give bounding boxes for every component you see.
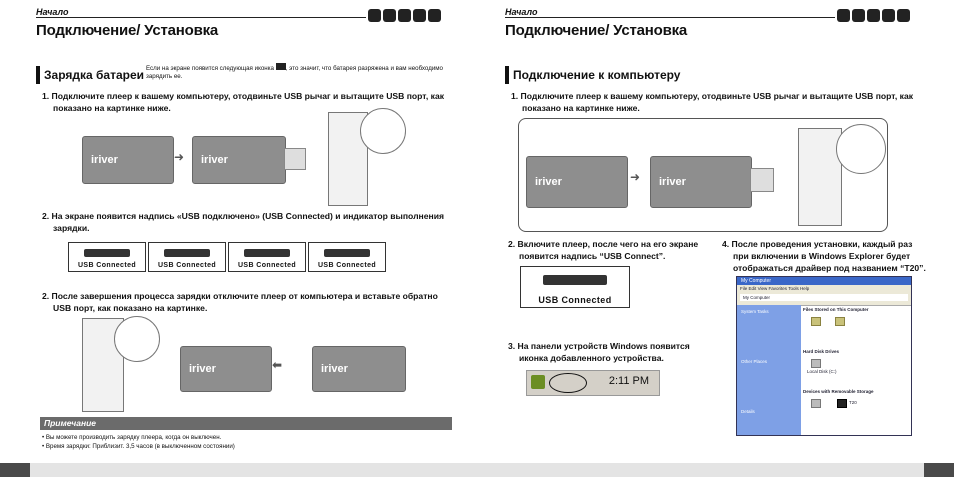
footer-cap-left	[0, 463, 30, 477]
player-image-4: iriver	[312, 346, 406, 392]
arrow-icon-2: ⬅	[272, 358, 283, 372]
usb-port-zoom	[360, 108, 406, 154]
left-page-title: Подключение/ Установка	[36, 22, 219, 39]
explorer-window: My Computer File Edit View Favorites Too…	[736, 276, 912, 436]
left-step-3: 2. После завершения процесса зарядки отк…	[42, 291, 438, 313]
player-image-6: iriver	[650, 156, 752, 208]
usb-screen-4: USB Connected	[308, 242, 386, 272]
usb-plug-2	[750, 168, 774, 192]
nav-icon-10	[897, 9, 910, 22]
left-section-title: Зарядка батареи	[44, 68, 145, 82]
note-1: • Вы можете производить зарядку плеера, …	[42, 434, 222, 441]
note-bar: Примечание	[40, 417, 452, 430]
left-step-2: 2. На экране появится надпись «USB подкл…	[42, 211, 444, 233]
player-image-5: iriver	[526, 156, 628, 208]
nav-icon-7	[852, 9, 865, 22]
explorer-sidebar: System Tasks Other Places Details	[737, 305, 801, 435]
right-section-bar	[505, 66, 509, 84]
nav-icon-8	[867, 9, 880, 22]
low-battery-icon	[275, 63, 286, 70]
usb-screen-3: USB Connected	[228, 242, 306, 272]
explorer-menu: File Edit View Favorites Tools Help	[740, 286, 810, 291]
nav-icon-3	[398, 9, 411, 22]
player-image-1: iriver	[82, 136, 174, 184]
explorer-content: Files Stored on This Computer Hard Disk …	[803, 307, 909, 433]
right-header-rule	[505, 17, 835, 18]
right-page-title: Подключение/ Установка	[505, 22, 688, 39]
usb-device-icon[interactable]	[549, 373, 587, 393]
right-step-2: 2. Включите плеер, после чего на его экр…	[508, 239, 699, 261]
left-section-bar	[36, 66, 40, 84]
t20-drive-icon[interactable]	[837, 399, 847, 408]
nav-icon-4	[413, 9, 426, 22]
nav-icon-5	[428, 9, 441, 22]
pc-tower-image	[328, 112, 368, 206]
usb-screen-large: USB Connected	[520, 266, 630, 308]
footer-cap-right	[924, 463, 954, 477]
right-section-title: Подключение к компьютеру	[513, 68, 681, 82]
tray-clock: 2:11 PM	[608, 375, 649, 387]
left-header-rule	[36, 17, 366, 18]
left-step-1: 1. Подключите плеер к вашему компьютеру,…	[42, 91, 445, 113]
speaker-icon	[531, 375, 545, 389]
right-step-1: 1. Подключите плеер к вашему компьютеру,…	[511, 91, 914, 113]
usb-screen-2: USB Connected	[148, 242, 226, 272]
nav-icon-6	[837, 9, 850, 22]
nav-icon-1	[368, 9, 381, 22]
usb-screen-1: USB Connected	[68, 242, 146, 272]
right-header-label: Начало	[505, 7, 538, 17]
connect-illustration-frame	[518, 118, 888, 232]
floppy-icon[interactable]	[811, 399, 821, 408]
left-header-icons	[368, 9, 441, 22]
page-footer	[0, 463, 954, 477]
right-header-icons	[837, 9, 910, 22]
note-2: • Время зарядки: Приблизит. 3,5 часов (в…	[42, 443, 235, 450]
explorer-address[interactable]: My Computer	[740, 294, 908, 301]
explorer-title: My Computer	[737, 277, 911, 285]
player-image-2: iriver	[192, 136, 286, 184]
right-step-4: 4. После проведения установки, каждый ра…	[722, 239, 926, 273]
arrow-icon-3: ➜	[630, 170, 641, 184]
explorer-toolbar: File Edit View Favorites Tools Help My C…	[737, 285, 911, 306]
windows-tray: 2:11 PM	[526, 370, 660, 396]
battery-note: Если на экране появится следующая иконка…	[146, 63, 444, 80]
arrow-icon: ➜	[174, 150, 185, 164]
disk-icon[interactable]	[811, 359, 821, 368]
left-header-label: Начало	[36, 7, 69, 17]
folder-icon-2[interactable]	[835, 317, 845, 326]
folder-icon[interactable]	[811, 317, 821, 326]
nav-icon-9	[882, 9, 895, 22]
nav-icon-2	[383, 9, 396, 22]
right-step-3: 3. На панели устройств Windows появится …	[508, 341, 690, 363]
usb-plug	[284, 148, 306, 170]
pc-tower-image-3	[798, 128, 842, 226]
usb-port-zoom-3	[836, 124, 886, 174]
player-image-3: iriver	[180, 346, 272, 392]
usb-port-zoom-2	[114, 316, 160, 362]
